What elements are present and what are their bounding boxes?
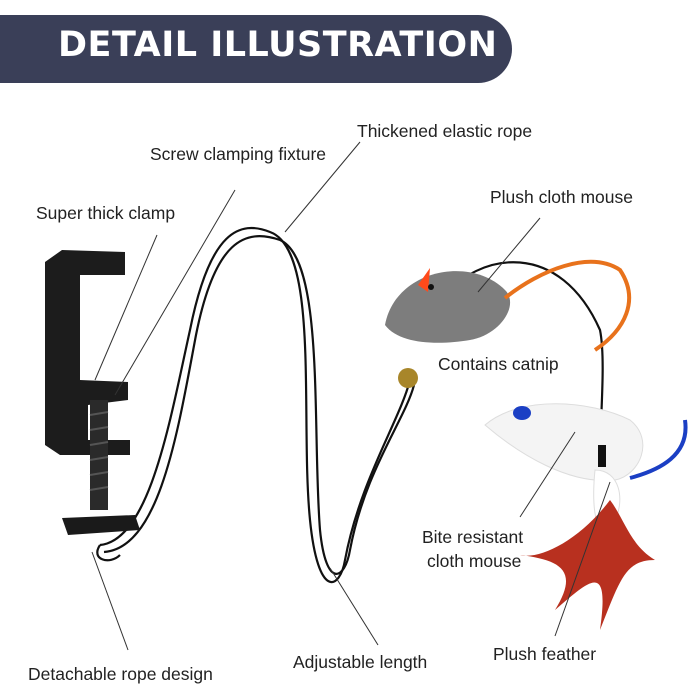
- label-elastic-rope: Thickened elastic rope: [357, 121, 533, 141]
- label-thick-clamp: Super thick clamp: [36, 203, 176, 223]
- plush-mouse-icon: [385, 260, 631, 352]
- clamp-icon: [45, 250, 140, 535]
- label-catnip: Contains catnip: [438, 354, 559, 374]
- label-bite-mouse-line2: cloth mouse: [427, 551, 522, 571]
- label-screw-fixture: Screw clamping fixture: [150, 144, 327, 164]
- feather-icon: [520, 469, 655, 630]
- bell-icon: [398, 368, 418, 388]
- label-plush-mouse: Plush cloth mouse: [490, 187, 633, 207]
- label-adjustable-length: Adjustable length: [293, 652, 428, 672]
- label-feather: Plush feather: [493, 644, 597, 664]
- title: DETAIL ILLUSTRATION: [58, 25, 498, 65]
- bite-resistant-mouse-icon: [484, 403, 688, 482]
- leader-lines: [91, 141, 611, 651]
- label-detachable-rope: Detachable rope design: [28, 664, 213, 684]
- label-bite-mouse-line1: Bite resistant: [422, 527, 524, 547]
- title-banner: DETAIL ILLUSTRATION: [0, 15, 512, 83]
